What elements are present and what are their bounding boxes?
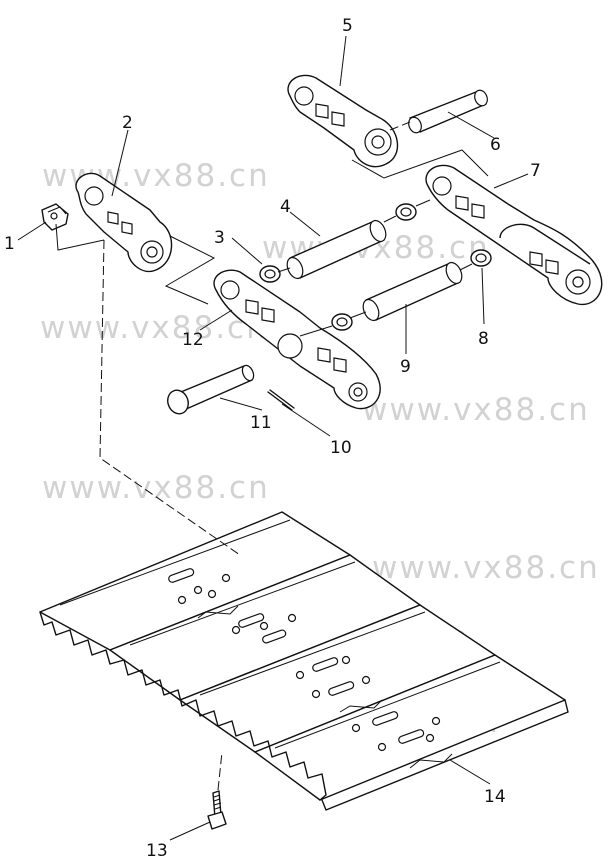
seal-rings	[259, 203, 492, 331]
assembly-lines	[55, 149, 489, 337]
watermark-4: www.vx88.cn	[362, 392, 590, 428]
callout-leaders	[17, 35, 529, 841]
track-link-top	[287, 74, 399, 168]
callout-14: 14	[484, 787, 506, 807]
callout-10: 10	[330, 438, 352, 458]
shoe-front-edge	[321, 699, 569, 811]
callout-9: 9	[400, 357, 411, 377]
track-master-link	[213, 269, 381, 410]
callout-6: 6	[490, 135, 501, 155]
track-bushing-small	[389, 89, 488, 134]
callout-13: 13	[146, 841, 168, 861]
track-pin	[167, 364, 255, 415]
callout-7: 7	[530, 161, 541, 181]
callout-5: 5	[342, 16, 353, 36]
watermark-5: www.vx88.cn	[42, 470, 270, 506]
track-link-left	[75, 172, 241, 556]
track-shoe-assembly	[39, 511, 569, 811]
watermark-2: www.vx88.cn	[40, 310, 268, 346]
track-bolt	[207, 751, 227, 830]
callout-4: 4	[280, 197, 291, 217]
cotter-pin	[267, 389, 295, 411]
callout-3: 3	[214, 228, 225, 248]
track-bushing	[286, 219, 387, 280]
callout-numbers: 1 2 3 4 5 6 7 8 9 10 11 12 13 14	[4, 16, 541, 861]
callout-8: 8	[478, 329, 489, 349]
callout-11: 11	[250, 413, 272, 433]
callout-1: 1	[4, 234, 15, 254]
track-link-right	[425, 164, 603, 306]
shoe-bolt-holes	[168, 568, 441, 752]
callout-2: 2	[122, 113, 133, 133]
grouser-teeth	[39, 611, 327, 801]
track-bushing-lower	[362, 261, 463, 322]
track-nut	[41, 203, 69, 231]
watermark-6: www.vx88.cn	[372, 550, 600, 586]
bolt-head	[207, 811, 227, 830]
callout-12: 12	[182, 330, 204, 350]
